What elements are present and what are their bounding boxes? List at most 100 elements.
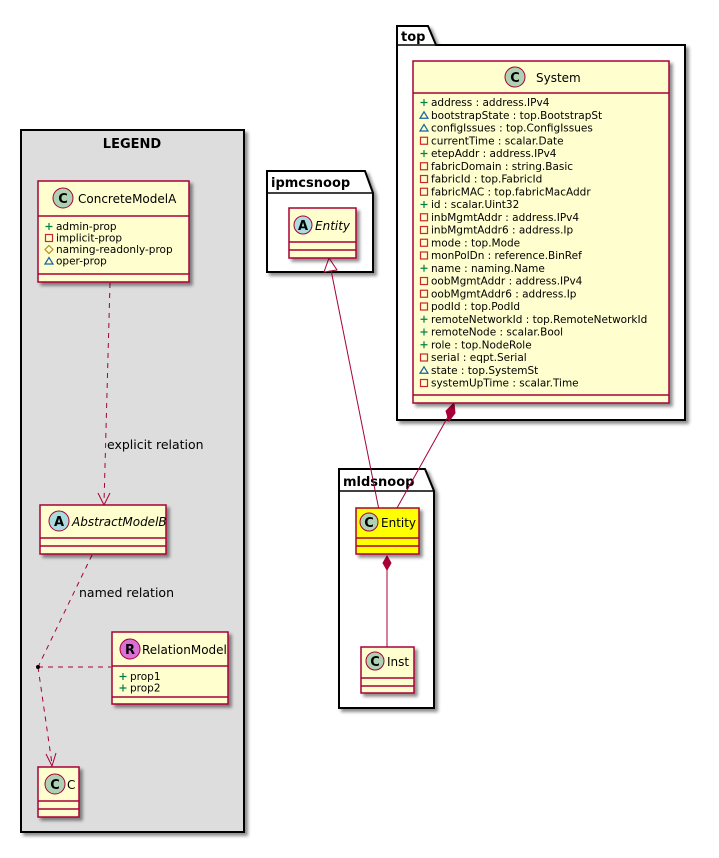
- public-visibility-icon: [420, 264, 428, 272]
- private-visibility-icon: [419, 276, 429, 286]
- package-visibility-icon: [418, 110, 430, 119]
- class-stereotype-icon: [359, 512, 379, 532]
- public-visibility-icon: [420, 99, 428, 106]
- class-attribute: admin-prop: [56, 221, 117, 233]
- class-mldsnoop-inst[interactable]: C Inst: [360, 646, 415, 694]
- class-concrete-model-a[interactable]: C ConcreteModelA admin-propimplicit-prop…: [37, 180, 190, 283]
- private-visibility-icon: [419, 251, 429, 260]
- class-name: RelationModel: [142, 643, 227, 657]
- class-attribute: id : scalar.Uint32: [431, 199, 519, 211]
- class-name: AbstractModelB: [71, 515, 167, 529]
- class-attribute: currentTime : scalar.Date: [431, 135, 564, 147]
- class-attribute: implicit-prop: [56, 233, 122, 245]
- class-attribute: remoteNode : scalar.Bool: [431, 327, 563, 339]
- class-attribute: configIssues : top.ConfigIssues: [431, 123, 593, 135]
- class-attribute: serial : eqpt.Serial: [431, 352, 527, 364]
- package-ipmcsnoop-name: ipmcsnoop: [271, 176, 350, 191]
- named-relation-edge: [36, 554, 111, 768]
- class-stereotype-icon: [44, 773, 66, 795]
- class-stereotype-icon: [365, 651, 385, 671]
- class-attribute: podId : top.PodId: [431, 301, 520, 313]
- class-attribute: name : naming.Name: [431, 263, 545, 275]
- svg-text:C: C: [50, 778, 60, 793]
- public-visibility-icon: [420, 315, 428, 323]
- public-visibility-icon: [420, 150, 428, 157]
- svg-text:C: C: [58, 192, 68, 207]
- public-visibility-icon: [119, 684, 127, 692]
- class-name: Inst: [387, 655, 409, 669]
- private-visibility-icon: [44, 233, 54, 243]
- abstract-stereotype-icon: [293, 215, 313, 235]
- legend-title: LEGEND: [103, 137, 162, 152]
- svg-text:C: C: [510, 71, 520, 86]
- protected-visibility-icon: [44, 244, 54, 255]
- class-ipmcsnoop-entity[interactable]: A Entity: [288, 207, 357, 259]
- class-attribute: systemUpTime : scalar.Time: [431, 378, 579, 390]
- private-visibility-icon: [419, 378, 429, 388]
- class-attribute: naming-readonly-prop: [56, 244, 173, 256]
- class-attribute: oobMgmtAddr : address.IPv4: [431, 276, 583, 288]
- class-name: C: [67, 778, 75, 792]
- class-attributes: admin-propimplicit-propnaming-readonly-p…: [43, 221, 173, 268]
- private-visibility-icon: [419, 136, 429, 145]
- class-name: System: [536, 71, 581, 85]
- class-attribute: etepAddr : address.IPv4: [431, 148, 557, 160]
- class-abstract-model-b[interactable]: A AbstractModelB: [39, 504, 167, 555]
- class-name: Entity: [381, 516, 416, 530]
- package-top-name: top: [401, 30, 425, 45]
- relation-stereotype-icon: [119, 638, 141, 660]
- named-relation-label: named relation: [79, 585, 174, 600]
- svg-text:C: C: [370, 655, 380, 670]
- abstract-stereotype-icon: [48, 510, 70, 532]
- class-attribute: fabricMAC : top.fabricMacAddr: [431, 186, 591, 198]
- private-visibility-icon: [419, 225, 429, 235]
- svg-text:R: R: [125, 643, 135, 658]
- class-attribute: inbMgmtAddr : address.IPv4: [431, 212, 579, 224]
- package-visibility-icon: [43, 256, 55, 265]
- class-name: ConcreteModelA: [78, 192, 177, 206]
- private-visibility-icon: [419, 213, 429, 222]
- private-visibility-icon: [419, 289, 429, 298]
- class-attribute: fabricId : top.FabricId: [431, 174, 542, 186]
- private-visibility-icon: [419, 174, 429, 184]
- composition-system-entity-edge: [396, 401, 456, 509]
- class-attribute: inbMgmtAddr6 : address.Ip: [431, 225, 574, 237]
- class-attribute: prop2: [130, 683, 161, 695]
- private-visibility-icon: [419, 162, 429, 171]
- private-visibility-icon: [419, 238, 429, 247]
- class-attribute: address : address.IPv4: [431, 97, 550, 109]
- class-stereotype-icon: [504, 66, 526, 88]
- class-attribute: state : top.SystemSt: [431, 365, 538, 377]
- inheritance-edge: [323, 256, 380, 511]
- package-visibility-icon: [418, 365, 430, 374]
- package-mldsnoop-name: mldsnoop: [343, 475, 414, 490]
- class-attribute: prop1: [130, 671, 161, 683]
- public-visibility-icon: [420, 341, 428, 349]
- explicit-relation-label: explicit relation: [107, 437, 204, 452]
- class-attribute: fabricDomain : string.Basic: [431, 161, 573, 173]
- class-attribute: monPolDn : reference.BinRef: [431, 250, 582, 262]
- relations: [36, 256, 456, 768]
- class-attribute: bootstrapState : top.BootstrapSt: [431, 110, 602, 122]
- class-stereotype-icon: [52, 187, 74, 209]
- class-system[interactable]: C System address : address.IPv4bootstrap…: [412, 60, 670, 404]
- class-attribute: oper-prop: [56, 256, 107, 268]
- svg-text:A: A: [54, 515, 64, 530]
- package-visibility-icon: [418, 123, 430, 132]
- public-visibility-icon: [420, 201, 428, 208]
- public-visibility-icon: [119, 673, 127, 680]
- private-visibility-icon: [419, 353, 429, 362]
- svg-text:C: C: [364, 516, 374, 531]
- class-attribute: mode : top.Mode: [431, 237, 520, 249]
- private-visibility-icon: [419, 187, 429, 196]
- class-mldsnoop-entity[interactable]: C Entity: [355, 507, 420, 555]
- class-c[interactable]: C C: [37, 766, 80, 818]
- class-name: Entity: [315, 219, 351, 233]
- composition-entity-inst-edge: [382, 554, 392, 648]
- class-attribute: remoteNetworkId : top.RemoteNetworkId: [431, 314, 647, 326]
- public-visibility-icon: [45, 223, 53, 230]
